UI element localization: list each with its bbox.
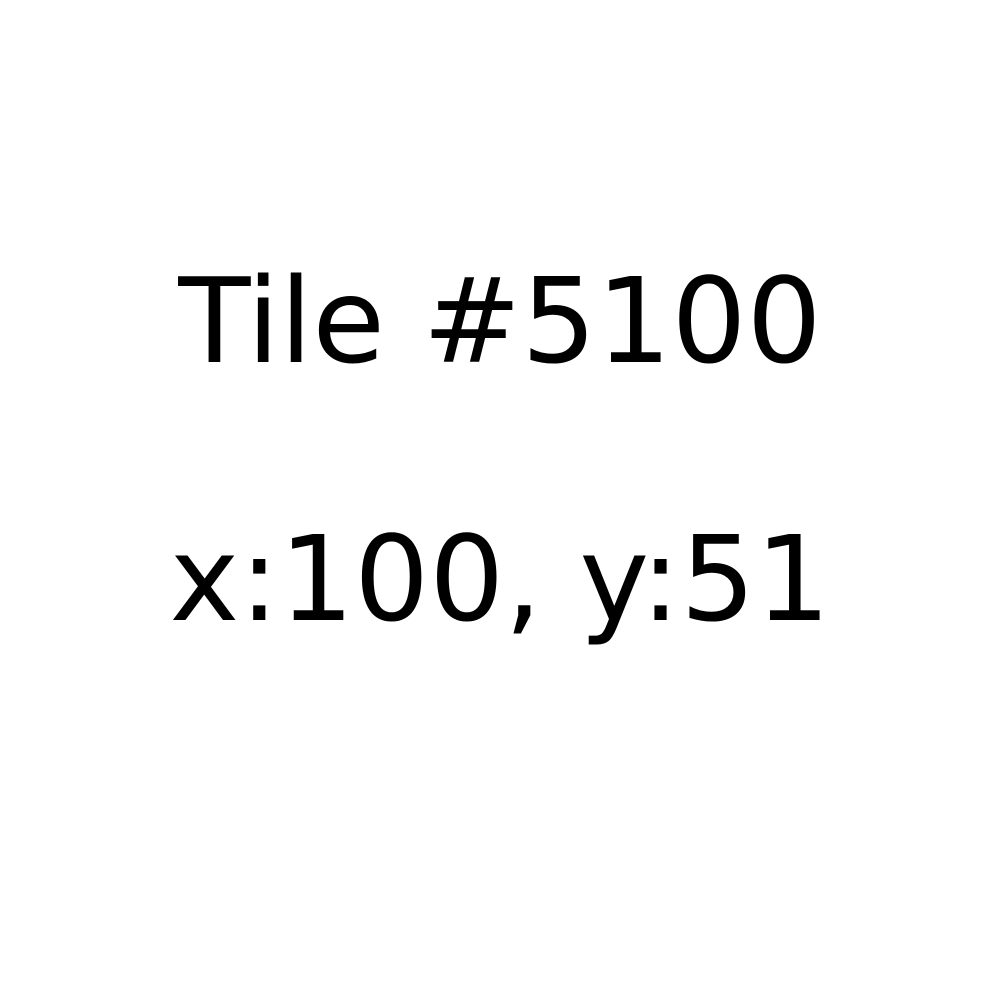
tile-coordinates: x:100, y:51 — [169, 510, 831, 648]
tile-title: Tile #5100 — [178, 252, 822, 390]
